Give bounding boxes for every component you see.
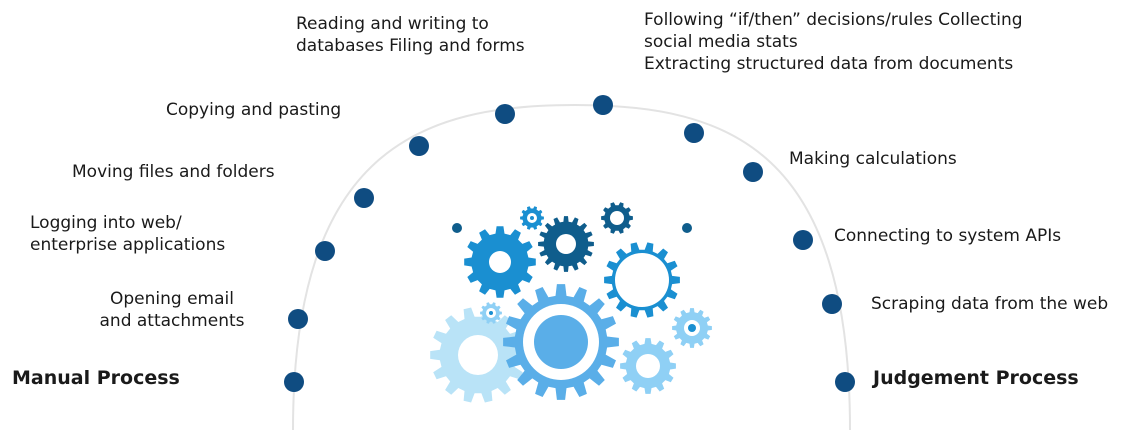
task-calculations: Making calculations: [789, 149, 957, 169]
arc-node-9: [743, 162, 763, 182]
arc-node-6: [495, 104, 515, 124]
task-copy-paste: Copying and pasting: [166, 100, 342, 120]
gear-blue-right: [604, 242, 680, 318]
gear-small-right: [672, 308, 712, 348]
arc-node-3: [315, 241, 335, 261]
process-arc: [292, 103, 851, 430]
arc-node-7: [593, 95, 613, 115]
gear-dark-small: [601, 202, 633, 234]
gear-main: [503, 284, 619, 400]
arc-node-11: [822, 294, 842, 314]
manual-process-heading: Manual Process: [12, 367, 180, 389]
arc-node-10: [793, 230, 813, 250]
gear-pale-large: [430, 307, 526, 403]
gear-dark-left: [464, 226, 536, 298]
gear-light-right: [620, 338, 676, 394]
gears-illustration: [430, 202, 712, 403]
judgement-process-heading: Judgement Process: [873, 367, 1079, 389]
task-scraping: Scraping data from the web: [871, 294, 1109, 314]
arc-node-8: [684, 123, 704, 143]
task-opening-email: Opening email and attachments: [99, 289, 245, 331]
dot-right: [682, 223, 692, 233]
task-logging-in: Logging into web/ enterprise application…: [30, 213, 226, 255]
gear-small-top: [520, 206, 544, 230]
task-if-then: Following “if/then” decisions/rules Coll…: [644, 10, 1023, 74]
arc-node-5: [409, 136, 429, 156]
arc-node-12: [835, 372, 855, 392]
arc-node-4: [354, 188, 374, 208]
dot-left: [452, 223, 462, 233]
arc-nodes: [284, 95, 855, 392]
gear-dark-top: [538, 216, 594, 272]
task-moving-files: Moving files and folders: [72, 162, 275, 182]
gear-tiny-left: [480, 302, 502, 324]
task-apis: Connecting to system APIs: [834, 226, 1062, 246]
arc-node-1: [284, 372, 304, 392]
task-databases: Reading and writing to databases Filing …: [296, 14, 525, 56]
arc-node-2: [288, 309, 308, 329]
